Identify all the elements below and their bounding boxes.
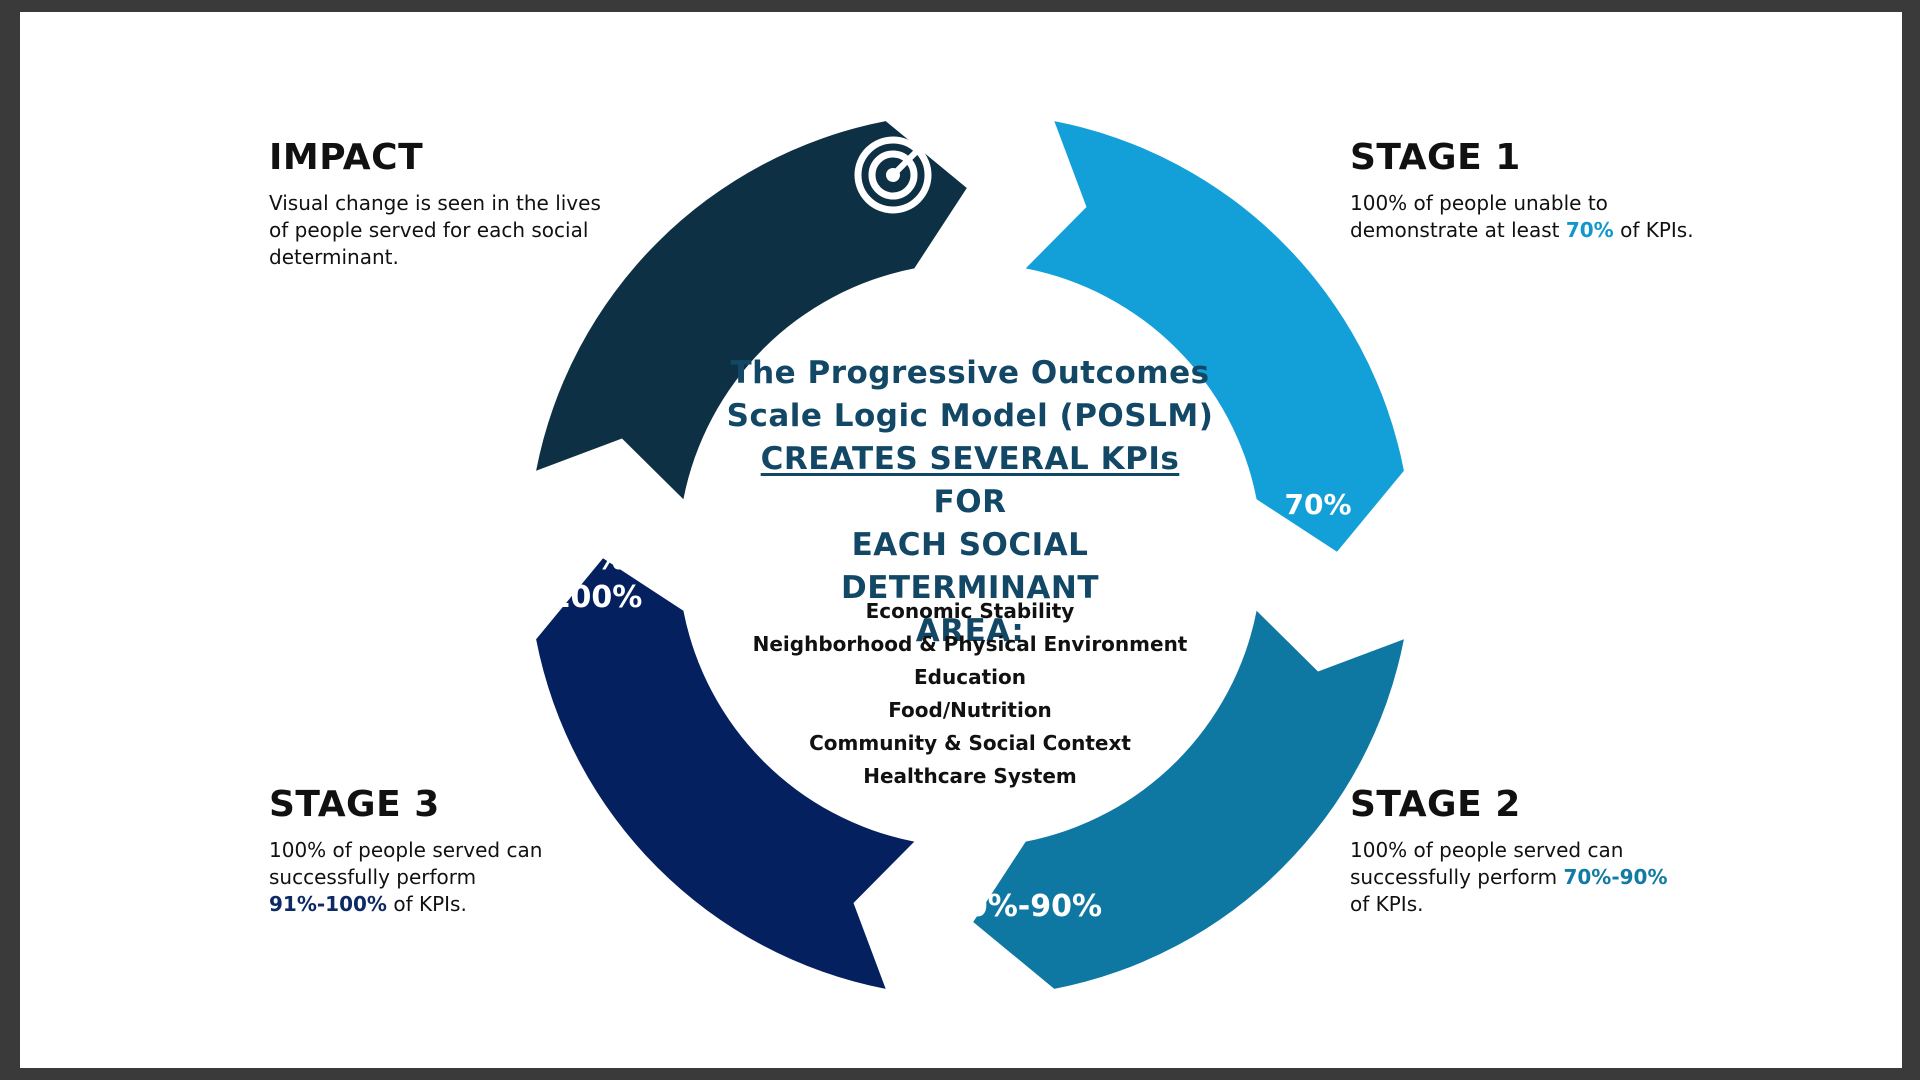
- stage-2-block: STAGE 2 100% of people served can succes…: [1350, 784, 1690, 918]
- stage-1-highlight: 70%: [1565, 218, 1614, 242]
- center-title-underlined: CREATES SEVERAL KPIs: [760, 441, 1180, 477]
- list-item: Food/Nutrition: [888, 698, 1052, 722]
- list-item: Education: [914, 665, 1026, 689]
- stage-3-title: STAGE 3: [269, 784, 440, 825]
- stage-3-highlight: 91%-100%: [269, 892, 387, 916]
- impact-block: IMPACT Visual change is seen in the live…: [269, 137, 609, 271]
- stage-2-description: 100% of people served can successfully p…: [1350, 838, 1668, 916]
- stage-1-description: 100% of people unable to demonstrate at …: [1350, 191, 1694, 242]
- impact-description: Visual change is seen in the lives of pe…: [269, 191, 601, 269]
- list-item: Healthcare System: [863, 764, 1077, 788]
- segment-impact: [536, 121, 967, 500]
- impact-title: IMPACT: [269, 137, 424, 178]
- stage-1-percent-label: 70%: [1284, 488, 1351, 521]
- list-item: Community & Social Context: [809, 731, 1131, 755]
- cycle-diagram: 70% 70%-90% 91%- 100%: [536, 121, 1404, 989]
- stage-3-block: STAGE 3 100% of people served can succes…: [269, 784, 569, 918]
- list-item: Neighborhood & Physical Environment: [752, 632, 1188, 656]
- stage-2-title: STAGE 2: [1350, 784, 1521, 825]
- stage-3-percent-label-line1: 91%-: [554, 542, 638, 577]
- stage-3-percent-label-line2: 100%: [550, 580, 643, 615]
- segment-stage-3: [536, 558, 915, 989]
- target-arrow-icon: [854, 135, 933, 214]
- segment-stage-1: [1025, 121, 1404, 552]
- stage-3-description: 100% of people served can successfully p…: [269, 838, 543, 916]
- center-title: The Progressive Outcomes Scale Logic Mod…: [726, 355, 1214, 649]
- stage-2-percent-label: 70%-90%: [946, 889, 1102, 924]
- segment-stage-2: [973, 610, 1404, 989]
- stage-1-block: STAGE 1 100% of people unable to demonst…: [1350, 137, 1720, 244]
- stage-2-highlight: 70%-90%: [1563, 865, 1668, 889]
- list-item: Economic Stability: [865, 599, 1075, 623]
- stage-1-title: STAGE 1: [1350, 137, 1521, 178]
- slide: 70% 70%-90% 91%- 100% IMPACT Visual chan…: [20, 12, 1902, 1068]
- social-determinant-list: Economic Stability Neighborhood & Physic…: [720, 595, 1220, 793]
